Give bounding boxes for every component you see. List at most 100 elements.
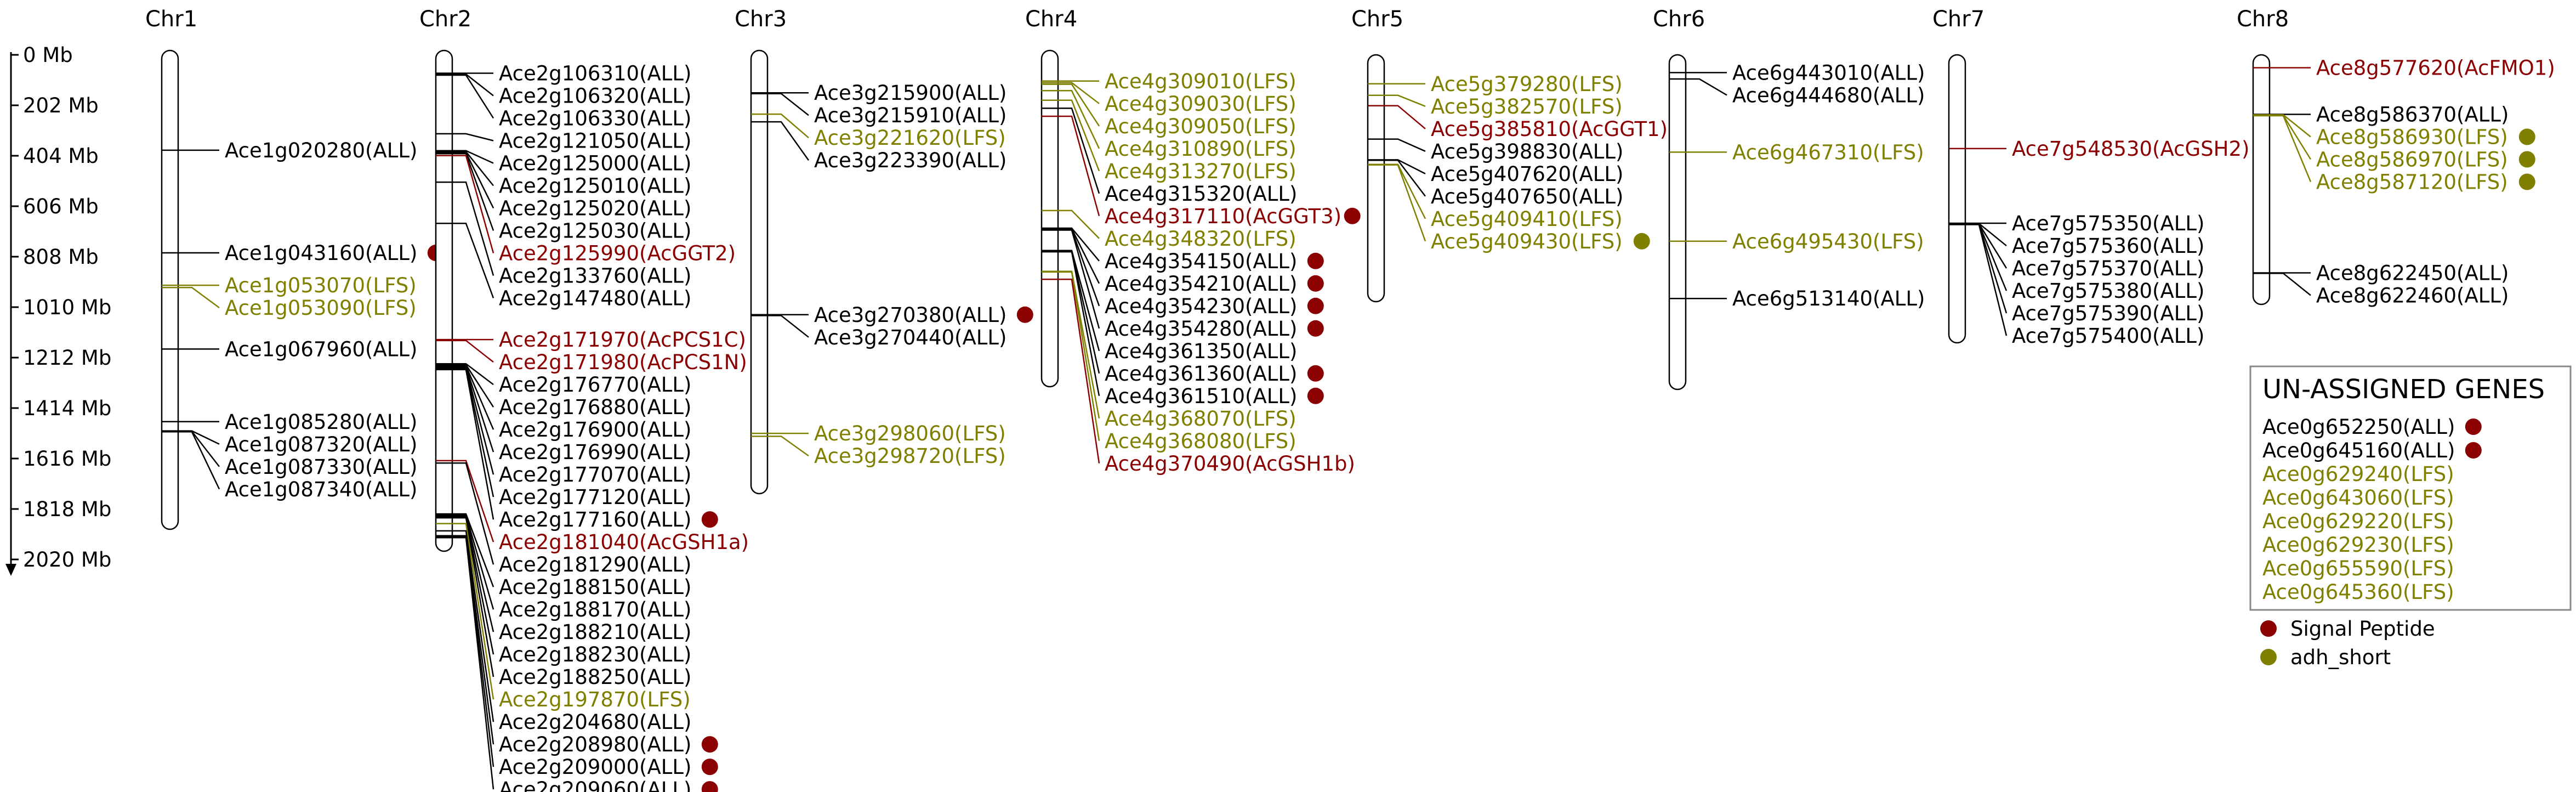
gene-connector-line [1384,105,1426,129]
gene-connector-line [1058,271,1100,442]
chromosome-chr6: Chr6Ace6g443010(ALL)Ace6g444680(ALL)Ace6… [1653,7,1925,391]
chromosome-body [161,49,179,530]
gene-connector-line [1384,159,1426,197]
gene-connector-line [452,516,494,655]
signal-peptide-marker [1307,365,1324,382]
gene-label: Ace2g181040(AcGSH1a) [499,530,749,554]
gene-label: Ace3g223390(ALL) [814,149,1006,172]
gene-label: Ace2g208980(ALL) [499,733,691,756]
gene-label: Ace3g221620(LFS) [814,126,1006,150]
scale-tick-label: 2020 Mb [23,548,111,572]
gene-connector-line [767,315,809,338]
adh-short-marker [1633,233,1650,250]
chromosome-chr1: Chr1Ace1g020280(ALL)Ace1g043160(ALL)Ace1… [145,7,444,530]
gene-connector-line [178,430,220,445]
gene-connector-line [452,460,494,542]
gene-label: Ace8g622450(ALL) [2316,262,2509,285]
gene-label: Ace2g106310(ALL) [499,61,691,85]
scale-tick-label: 1010 Mb [23,296,111,319]
gene-connector-line [1686,78,1727,96]
gene-label: Ace3g270440(ALL) [814,326,1006,349]
signal-peptide-marker [701,781,718,792]
chromosome-chr5: Chr5Ace5g379280(LFS)Ace5g382570(LFS)Ace5… [1351,7,1668,303]
gene-label: Ace8g577620(AcFMO1) [2316,56,2555,80]
gene-connector-line [1058,83,1100,127]
chromosome-chr4: Chr4Ace4g309010(LFS)Ace4g309030(LFS)Ace4… [1025,7,1361,476]
gene-label: Ace2g125990(AcGGT2) [499,241,736,265]
gene-connector-line [452,536,494,767]
gene-label: Ace2g125020(ALL) [499,196,691,220]
gene-label: Ace2g171980(AcPCS1N) [499,350,747,374]
gene-label: Ace6g444680(ALL) [1732,83,1925,107]
chromosome-chr8: Chr8Ace8g577620(AcFMO1)Ace8g586370(ALL)A… [2237,7,2555,308]
adh-short-marker [2518,128,2535,145]
gene-connector-line [2270,115,2312,182]
chromosome-name: Chr3 [735,7,787,32]
gene-label: Ace4g361350(ALL) [1105,340,1297,363]
gene-connector-line [1058,115,1100,217]
unassigned-gene-label: Ace0g643060(LFS) [2262,486,2454,510]
gene-label: Ace5g398830(ALL) [1431,140,1623,163]
gene-label: Ace4g368080(LFS) [1105,429,1296,453]
gene-label: Ace2g204680(ALL) [499,710,691,734]
gene-label: Ace4g361360(ALL) [1105,362,1297,386]
legend-adh-short-swatch [2260,649,2277,665]
chromosome-body [2252,54,2271,306]
unassigned-box-frame [2249,365,2572,611]
gene-label: Ace4g354280(ALL) [1105,317,1297,341]
gene-label: Ace4g309010(LFS) [1105,70,1296,93]
gene-label: Ace1g020280(ALL) [225,139,417,162]
chromosome-body [1948,54,1966,344]
gene-label: Ace5g407650(ALL) [1431,185,1623,208]
gene-label: Ace5g409430(LFS) [1431,230,1623,253]
gene-label: Ace2g133760(ALL) [499,264,691,287]
unassigned-gene-label: Ace0g629230(LFS) [2262,533,2454,557]
gene-label: Ace7g575390(ALL) [2012,302,2204,325]
gene-label: Ace3g215900(ALL) [814,81,1006,105]
gene-label: Ace6g443010(ALL) [1732,61,1925,84]
scale-tick-label: 1616 Mb [23,447,111,471]
gene-connector-line [452,155,494,253]
gene-connector-line [1058,279,1100,463]
gene-label: Ace2g188210(ALL) [499,620,691,644]
gene-connector-line [1058,229,1100,329]
gene-label: Ace4g348320(LFS) [1105,227,1296,251]
gene-connector-line [767,435,809,457]
gene-label: Ace5g382570(LFS) [1431,95,1623,118]
gene-label: Ace4g361510(ALL) [1105,384,1297,408]
scale-tick-label: 1818 Mb [23,497,111,521]
scale-tick-label: 606 Mb [23,195,99,218]
chromosome-body [750,49,769,495]
gene-label: Ace6g467310(LFS) [1732,140,1924,164]
signal-peptide-marker [1344,207,1361,224]
gene-label: Ace8g586930(LFS) [2316,126,2508,149]
gene-label: Ace7g575350(ALL) [2012,212,2204,235]
gene-connector-line [1058,108,1100,194]
gene-connector-line [452,364,494,408]
gene-connector-line [452,366,494,452]
gene-connector-line [178,287,220,309]
gene-connector-line [452,523,494,700]
signal-peptide-marker [2465,418,2482,435]
chromosome-name: Chr8 [2237,7,2289,32]
gene-label: Ace7g575370(ALL) [2012,257,2204,280]
gene-connector-line [452,515,494,632]
legend-label: Signal Peptide [2290,617,2435,641]
gene-label: Ace1g053090(LFS) [225,296,417,320]
signal-peptide-marker [701,759,718,776]
gene-connector-line [767,93,809,116]
gene-connector-line [1058,210,1100,239]
gene-label: Ace7g575400(ALL) [2012,324,2204,348]
gene-connector-line [1384,94,1426,107]
gene-label: Ace4g354230(ALL) [1105,295,1297,318]
gene-connector-line [452,73,494,97]
unassigned-gene-label: Ace0g652250(ALL) [2262,415,2455,439]
signal-peptide-marker [1307,387,1324,404]
gene-label: Ace4g315320(ALL) [1105,182,1297,206]
signal-peptide-marker [2465,442,2482,459]
gene-label: Ace2g188230(ALL) [499,643,691,666]
chromosome-body [1367,54,1385,303]
signal-peptide-marker [701,511,718,528]
